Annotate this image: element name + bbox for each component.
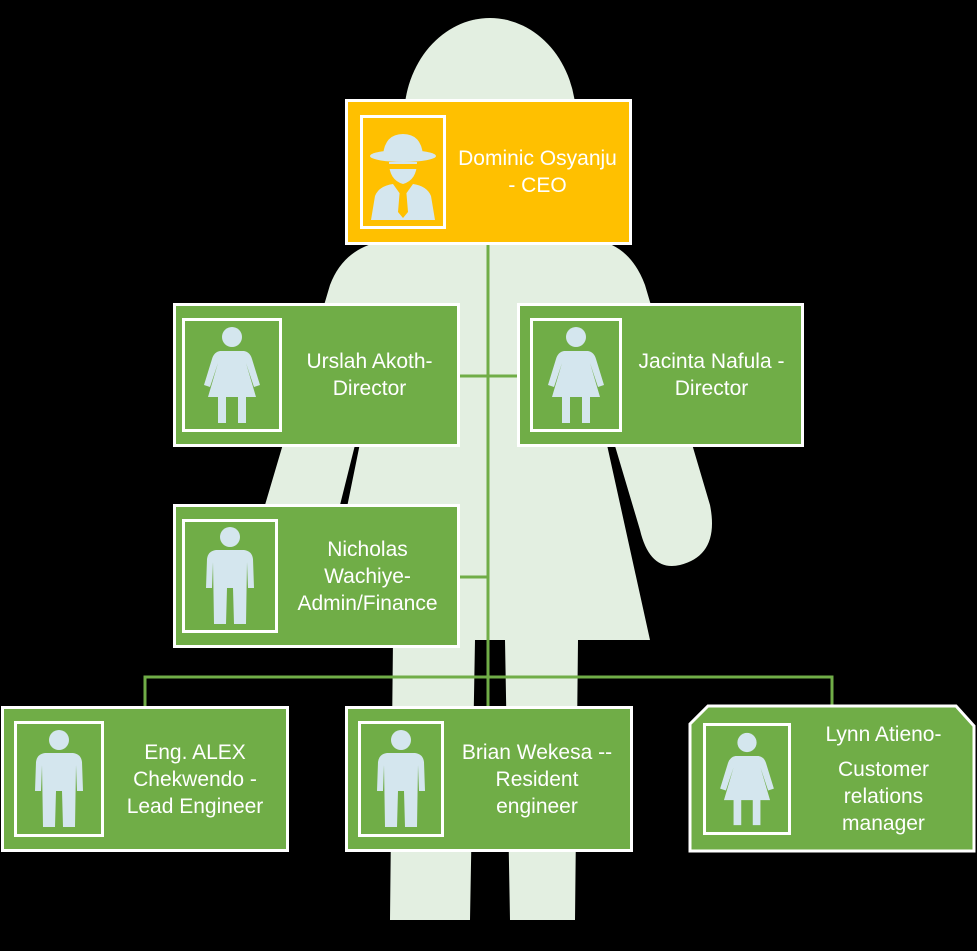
node-director-urslah: Urslah Akoth- Director <box>173 303 460 447</box>
ceo-name: Dominic Osyanju <box>458 147 617 170</box>
node-director-jacinta: Jacinta Nafula - Director <box>517 303 804 447</box>
lynn-name: Lynn Atieno- <box>825 722 942 746</box>
lynn-node-shape <box>688 704 976 853</box>
alex-name-first: Eng. ALEX <box>144 740 246 764</box>
jacinta-name: Jacinta Nafula - <box>638 350 785 373</box>
nicholas-title: Admin/Finance <box>297 591 438 615</box>
node-eng-alex: Eng. ALEX Chekwendo - Lead Engineer <box>1 706 289 852</box>
brian-photo-frame <box>358 721 444 837</box>
jacinta-label: Jacinta Nafula - Director <box>622 348 801 402</box>
brian-title-2: engineer <box>496 794 578 818</box>
brian-label: Brian Wekesa -- Resident engineer <box>444 739 630 820</box>
nicholas-name-last: Wachiye- <box>324 564 411 588</box>
brian-name: Brian Wekesa -- <box>461 740 613 764</box>
lynn-title-3: manager <box>842 811 925 835</box>
man-icon <box>377 730 425 827</box>
alex-name-last: Chekwendo - <box>133 767 257 791</box>
lynn-label: Lynn Atieno- Customer relations manager <box>791 721 976 837</box>
woman-icon <box>548 327 604 423</box>
jacinta-photo-frame <box>530 318 622 432</box>
nicholas-name-first: Nicholas <box>327 537 408 561</box>
node-ceo: Dominic Osyanju - CEO <box>345 99 632 245</box>
urslah-title: Director <box>332 377 407 400</box>
jacinta-title: Director <box>674 377 749 400</box>
woman-icon <box>204 327 260 423</box>
alex-label: Eng. ALEX Chekwendo - Lead Engineer <box>104 739 286 820</box>
ceo-title: - CEO <box>508 174 567 197</box>
ceo-photo-frame <box>360 115 446 229</box>
node-admin-nicholas: Nicholas Wachiye- Admin/Finance <box>173 504 460 648</box>
lynn-title-2: relations <box>843 784 924 808</box>
ceo-label: Dominic Osyanju - CEO <box>446 145 629 199</box>
brian-title-1: Resident <box>495 767 579 791</box>
connector-lines <box>143 243 834 708</box>
nicholas-label: Nicholas Wachiye- Admin/Finance <box>278 536 457 617</box>
urslah-photo-frame <box>182 318 282 432</box>
node-eng-brian: Brian Wekesa -- Resident engineer <box>345 706 633 852</box>
man-icon <box>35 730 83 827</box>
nicholas-photo-frame <box>182 519 278 633</box>
alex-photo-frame <box>14 721 104 837</box>
urslah-label: Urslah Akoth- Director <box>282 348 457 402</box>
urslah-name: Urslah Akoth- <box>306 350 433 373</box>
lynn-photo-frame <box>703 722 791 835</box>
node-cr-lynn: Lynn Atieno- Customer relations manager <box>688 704 976 853</box>
man-icon <box>206 527 254 624</box>
alex-title: Lead Engineer <box>126 794 264 818</box>
lynn-title-1: Customer <box>837 757 930 781</box>
spy-person-icon <box>370 134 436 220</box>
woman-icon <box>720 732 774 825</box>
